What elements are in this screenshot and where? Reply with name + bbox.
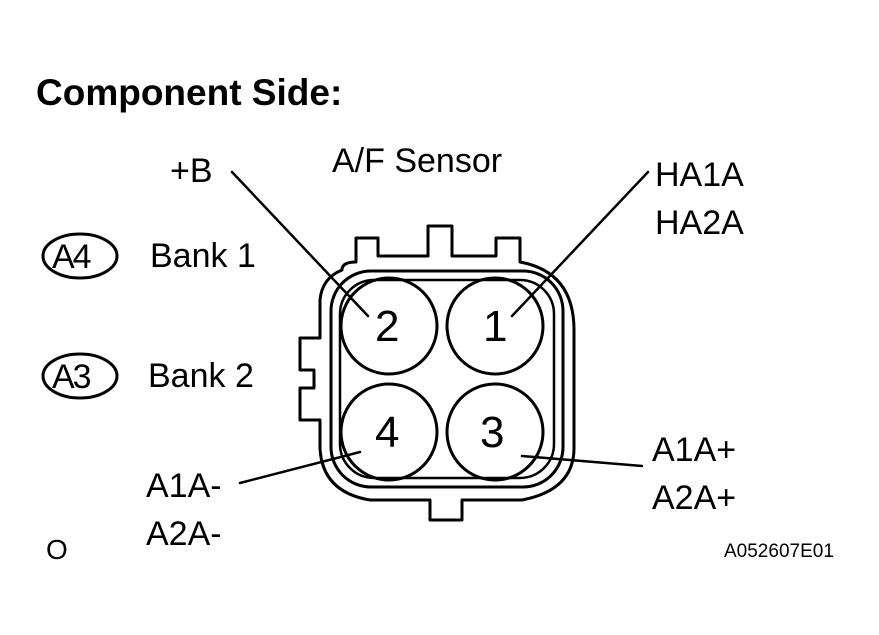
pin-1-signal-label-line-2: HA2A	[655, 204, 744, 242]
connector-cavity-outer	[329, 269, 565, 489]
connector-housing	[298, 224, 576, 522]
pin-3-signal-label-line-1: A1A+	[652, 431, 737, 469]
pin-4-number: 4	[375, 408, 400, 457]
pin-1-circle	[445, 276, 545, 376]
bank-1-code-oval	[41, 232, 119, 280]
leader-line-pin-2	[230, 170, 370, 318]
figure-code: A052607E01	[724, 541, 834, 562]
pin-2-number: 2	[375, 302, 400, 351]
leader-line-pin-4	[238, 450, 362, 485]
pin-2-signal-label: +B	[170, 152, 213, 190]
bank-2-code-oval	[41, 352, 119, 400]
pin-4-signal-label-line-2: A2A-	[146, 515, 222, 553]
pin-4-circle	[339, 382, 439, 482]
leader-line-pin-3	[520, 454, 644, 468]
corner-mark: O	[46, 534, 68, 565]
pin-3-signal-label-line-2: A2A+	[652, 479, 737, 517]
pin-3-number: 3	[480, 408, 505, 457]
bank-1-code: A4	[52, 238, 92, 276]
sensor-name-label: A/F Sensor	[332, 142, 503, 180]
connector-cavity-inner	[338, 278, 556, 480]
pin-3-circle	[445, 382, 545, 482]
pin-4-signal-label-line-1: A1A-	[146, 467, 222, 505]
leader-line-pin-1	[510, 170, 650, 318]
bank-1-label: Bank 1	[150, 237, 256, 275]
pin-1-signal-label-line-1: HA1A	[655, 156, 744, 194]
bank-2-code: A3	[52, 358, 92, 396]
pin-2-circle	[339, 276, 439, 376]
bank-2-label: Bank 2	[148, 357, 254, 395]
pin-1-number: 1	[483, 302, 508, 351]
diagram-title: Component Side:	[36, 72, 343, 113]
